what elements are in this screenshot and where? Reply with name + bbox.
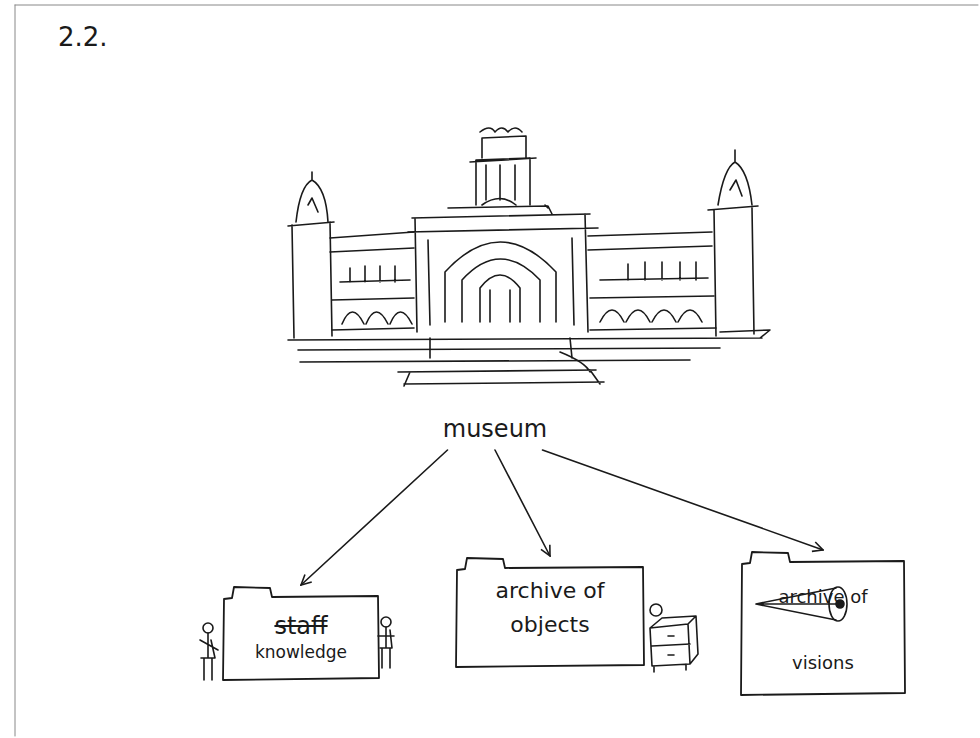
building-label: museum: [400, 410, 590, 450]
frame-line: [15, 5, 978, 736]
figure-number: 2.2.: [58, 22, 108, 52]
cabinet-icon: [650, 604, 698, 672]
arrow-connector: [301, 450, 448, 585]
folder-outline: [740, 550, 906, 696]
node-text: staff: [222, 613, 380, 639]
folder-node: staffknowledge: [222, 585, 380, 681]
museum-building: [288, 128, 770, 386]
node-text: archive of objects: [475, 574, 625, 642]
node-text: archive of visions: [763, 564, 883, 696]
folder-node: archive of visions: [740, 550, 906, 696]
folder-node: archive of objects: [455, 556, 645, 668]
arrow-connector: [495, 450, 550, 556]
arrow-connector: [543, 450, 824, 550]
node-text: knowledge: [222, 639, 380, 665]
node-text: museum: [400, 412, 590, 446]
